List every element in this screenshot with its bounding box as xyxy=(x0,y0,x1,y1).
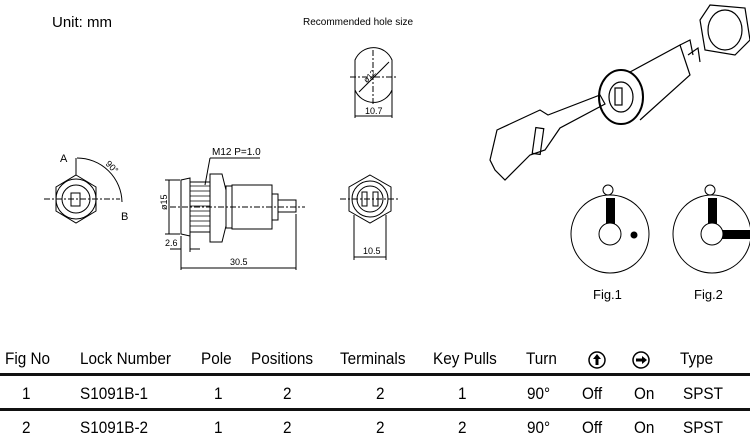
header-fig-no: Fig No xyxy=(5,349,51,368)
overall-length: 30.5 xyxy=(230,257,248,267)
table-divider xyxy=(0,408,750,411)
hole-width: 10.7 xyxy=(365,106,383,116)
table-divider xyxy=(0,373,750,376)
hole-diameter: ø12 xyxy=(362,68,379,85)
header-terminals: Terminals xyxy=(340,349,406,368)
header-positions: Positions xyxy=(251,349,314,368)
cell-turn: 90° xyxy=(527,384,551,403)
fig1-position-diagram xyxy=(570,184,650,274)
rear-width: 10.5 xyxy=(363,246,381,256)
technical-drawing: Unit: mm Recommended hole size ø12 10.7 … xyxy=(44,4,750,302)
header-pole: Pole xyxy=(201,349,232,368)
cell-fig-no: 2 xyxy=(22,418,31,437)
side-view-drawing xyxy=(165,157,305,270)
recommended-hole-drawing xyxy=(350,47,397,118)
cell-turn: 90° xyxy=(527,418,551,437)
flange-diameter: ø15 xyxy=(159,194,169,210)
thread-spec: M12 P=1.0 xyxy=(212,147,261,158)
cell-right-state: On xyxy=(634,384,655,403)
cell-terminals: 2 xyxy=(376,418,385,437)
cell-key-pulls: 2 xyxy=(458,418,467,437)
cell-lock-number: S1091B-1 xyxy=(80,384,149,403)
cell-right-state: On xyxy=(634,418,655,437)
position-a-label: A xyxy=(60,153,68,165)
cell-type: SPST xyxy=(683,418,723,437)
cell-type: SPST xyxy=(683,384,723,403)
cell-up-state: Off xyxy=(582,384,603,403)
cell-pole: 1 xyxy=(214,418,223,437)
cell-pole: 1 xyxy=(214,384,223,403)
cell-positions: 2 xyxy=(283,418,292,437)
flange-thickness: 2.6 xyxy=(165,238,178,248)
fig1-label: Fig.1 xyxy=(593,287,622,302)
header-turn: Turn xyxy=(526,349,557,368)
unit-label: Unit: mm xyxy=(52,14,112,31)
cell-terminals: 2 xyxy=(376,384,385,403)
cell-key-pulls: 1 xyxy=(458,384,467,403)
header-key-pulls: Key Pulls xyxy=(433,349,497,368)
fig2-label: Fig.2 xyxy=(694,287,723,302)
turn-angle: 90° xyxy=(104,159,121,176)
switch-isometric-illustration xyxy=(489,4,750,181)
header-type: Type xyxy=(680,349,714,368)
right-arrow-circle-icon xyxy=(632,351,650,369)
up-arrow-circle-icon xyxy=(588,351,606,369)
position-b-label: B xyxy=(121,211,128,223)
fig2-position-diagram xyxy=(672,184,750,274)
cell-up-state: Off xyxy=(582,418,603,437)
front-view-drawing xyxy=(44,157,123,224)
rear-view-drawing xyxy=(340,174,400,260)
cell-positions: 2 xyxy=(283,384,292,403)
cell-fig-no: 1 xyxy=(22,384,31,403)
hole-size-title: Recommended hole size xyxy=(303,17,413,28)
cell-lock-number: S1091B-2 xyxy=(80,418,149,437)
header-lock-number: Lock Number xyxy=(80,349,171,368)
